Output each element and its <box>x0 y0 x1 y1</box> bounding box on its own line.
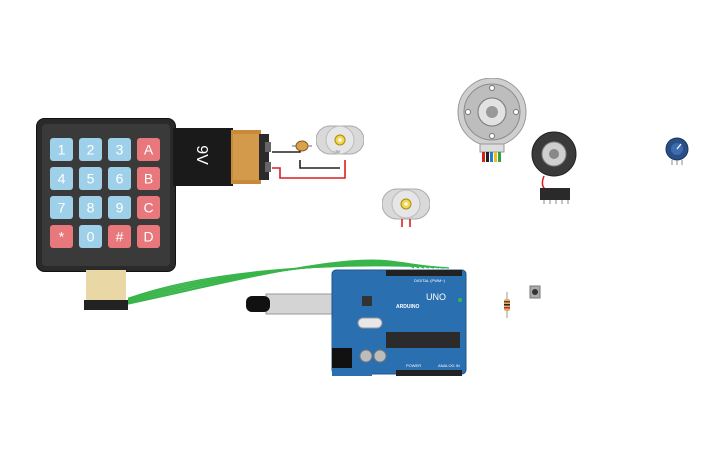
keypad-key-label: 5 <box>87 171 95 187</box>
digital-header-label: DIGITAL (PWM~) <box>414 278 445 283</box>
motor-voltage-label: ~3V <box>333 149 341 154</box>
power-header-label: POWER <box>406 363 422 368</box>
keypad-key-label: 3 <box>116 142 124 158</box>
photoresistor[interactable] <box>292 138 312 154</box>
keypad-key-label: 9 <box>116 200 124 216</box>
wire-red[interactable] <box>272 160 346 179</box>
keypad-key-label: * <box>59 229 65 245</box>
keypad-key[interactable] <box>137 196 160 219</box>
battery-9v[interactable]: 9V <box>173 128 273 186</box>
arduino-uno[interactable]: ARDUINO UNO DIGITAL (PWM~) POWER ANALOG … <box>246 266 468 376</box>
keypad-key[interactable] <box>108 196 131 219</box>
keypad-key[interactable] <box>79 167 102 190</box>
keypad-key-label: B <box>144 171 153 187</box>
dc-motor[interactable] <box>381 185 431 231</box>
keypad-key-label: 7 <box>58 200 66 216</box>
keypad-key-label: 2 <box>87 142 95 158</box>
keypad-key-label: # <box>116 229 124 245</box>
keypad-key[interactable] <box>79 138 102 161</box>
pushbutton[interactable] <box>528 284 542 300</box>
keypad-key-label: A <box>144 142 154 158</box>
keypad-key[interactable] <box>137 167 160 190</box>
keypad-key[interactable] <box>50 167 73 190</box>
keypad-key-label: 1 <box>58 142 66 158</box>
keypad-key[interactable] <box>108 138 131 161</box>
keypad-key[interactable] <box>79 225 102 248</box>
potentiometer[interactable] <box>664 136 690 166</box>
keypad-key[interactable] <box>50 196 73 219</box>
resistor[interactable] <box>502 292 512 318</box>
keypad-key-label: 0 <box>87 229 95 245</box>
arduino-model: UNO <box>426 292 446 302</box>
keypad-key[interactable] <box>137 138 160 161</box>
wire-black-2[interactable] <box>299 160 340 169</box>
analog-header-label: ANALOG IN <box>438 363 460 368</box>
keypad-key-label: D <box>143 229 153 245</box>
keypad-wires[interactable] <box>127 259 450 305</box>
keypad-connector[interactable] <box>84 270 128 312</box>
keypad-key-label: 8 <box>87 200 95 216</box>
keypad-4x4[interactable]: 1 2 3 A 4 5 6 B 7 8 9 C * 0 # D <box>36 118 176 272</box>
keypad-key-label: 4 <box>58 171 66 187</box>
keypad-key[interactable] <box>50 138 73 161</box>
keypad-key-label: 6 <box>116 171 124 187</box>
keypad-key[interactable] <box>50 225 73 248</box>
keypad-key[interactable] <box>108 225 131 248</box>
keypad-key[interactable] <box>108 167 131 190</box>
keypad-graphic: 1 2 3 A 4 5 6 B 7 8 9 C * 0 # D <box>36 118 176 272</box>
servo-gear-motor[interactable] <box>456 77 528 166</box>
rotary-encoder[interactable] <box>530 130 578 206</box>
arduino-brand: ARDUINO <box>396 304 420 310</box>
keypad-key[interactable] <box>79 196 102 219</box>
battery-graphic <box>173 128 271 186</box>
dc-motor[interactable]: ~3V <box>315 120 365 160</box>
keypad-key[interactable] <box>137 225 160 248</box>
keypad-wire[interactable] <box>127 265 450 300</box>
keypad-key-label: C <box>143 200 153 216</box>
